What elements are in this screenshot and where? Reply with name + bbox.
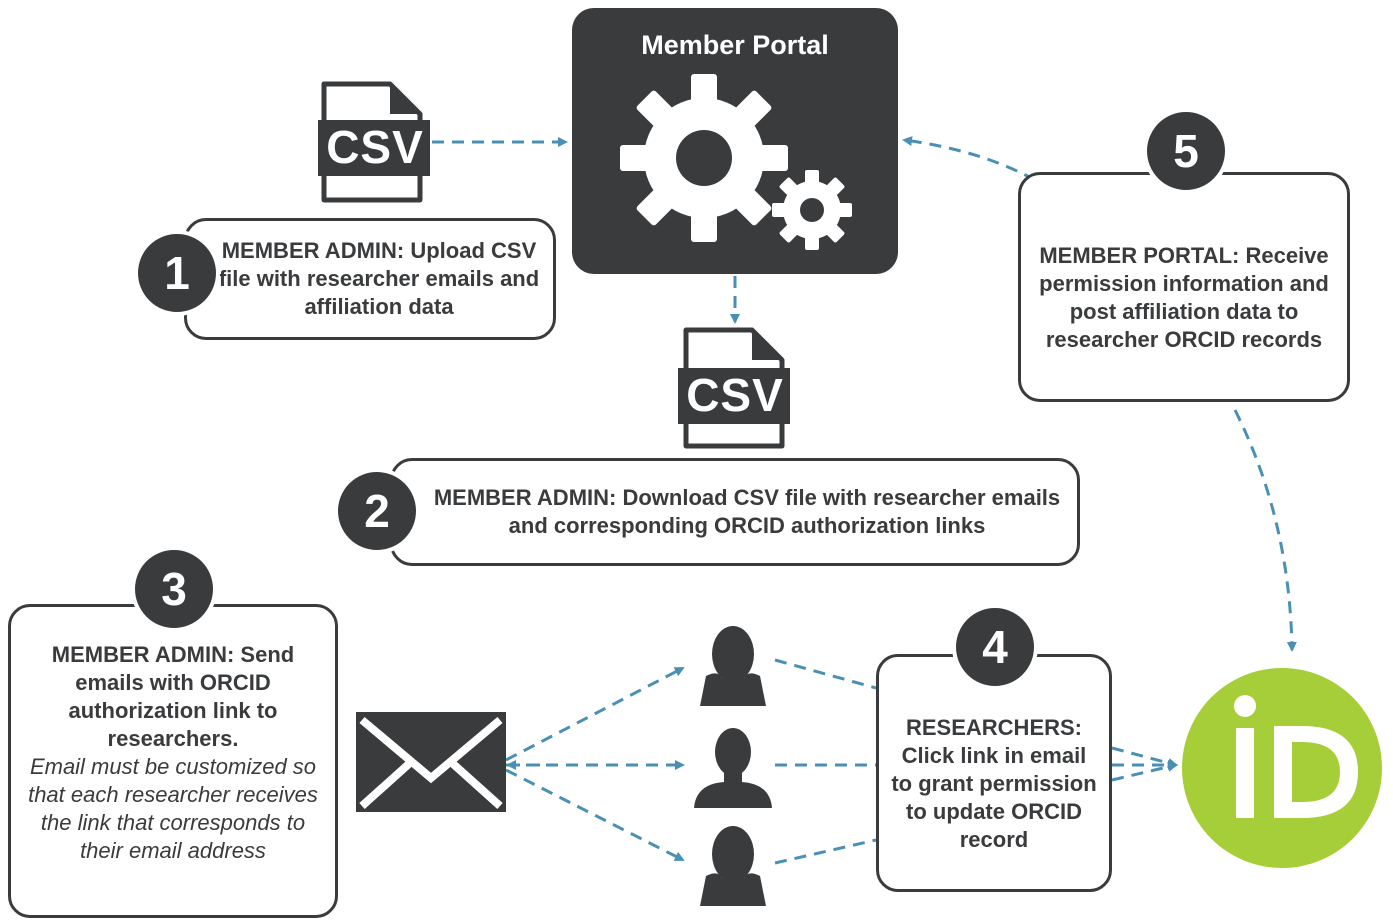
step-4-box: RESEARCHERS: Click link in email to gran…	[876, 654, 1112, 892]
step-3-badge: 3	[131, 546, 217, 632]
step-3-text: MEMBER ADMIN: Send emails with ORCID aut…	[51, 642, 295, 751]
step-5-box: MEMBER PORTAL: Receive permission inform…	[1018, 172, 1350, 402]
csv-label: CSV	[326, 121, 424, 173]
member-portal-box: Member Portal	[572, 8, 898, 274]
csv-label: CSV	[686, 369, 784, 421]
arrow-email-to-person-1	[505, 666, 685, 762]
arrow-step4-to-orcid-1	[1111, 746, 1178, 768]
link-person-3-to-step4	[774, 838, 877, 865]
step-2-box: MEMBER ADMIN: Download CSV file with res…	[390, 458, 1080, 566]
arrow-step4-to-orcid-3	[1111, 761, 1178, 782]
arrow-step5-to-orcid	[1233, 409, 1297, 652]
step-3-box: MEMBER ADMIN: Send emails with ORCID aut…	[8, 604, 338, 918]
arrow-email-to-person-3	[505, 768, 685, 862]
step-1-badge: 1	[134, 230, 220, 316]
step-4-text: RESEARCHERS: Click link in email to gran…	[891, 715, 1097, 852]
link-person-1-to-step4	[774, 658, 877, 690]
person-female-icon	[700, 626, 766, 706]
step-1-text: MEMBER ADMIN: Upload CSV file with resea…	[218, 238, 540, 319]
csv-file-icon: CSV	[318, 80, 432, 204]
step-2-badge: 2	[334, 468, 420, 554]
csv-file-icon: CSV	[678, 326, 792, 450]
step-3-note: Email must be customized so that each re…	[28, 754, 318, 863]
arrow-step5-to-portal	[902, 136, 1036, 182]
person-female-icon	[700, 826, 766, 906]
portal-title: Member Portal	[641, 30, 829, 60]
orcid-id-icon	[1182, 668, 1382, 868]
step-5-badge: 5	[1143, 108, 1229, 194]
envelope-icon	[356, 712, 506, 812]
step-4-badge: 4	[952, 604, 1038, 690]
step-2-text: MEMBER ADMIN: Download CSV file with res…	[433, 485, 1061, 538]
step-5-text: MEMBER PORTAL: Receive permission inform…	[1039, 243, 1329, 352]
step-1-box: MEMBER ADMIN: Upload CSV file with resea…	[184, 218, 556, 340]
person-male-icon	[694, 728, 772, 808]
gear-icon	[620, 74, 852, 250]
